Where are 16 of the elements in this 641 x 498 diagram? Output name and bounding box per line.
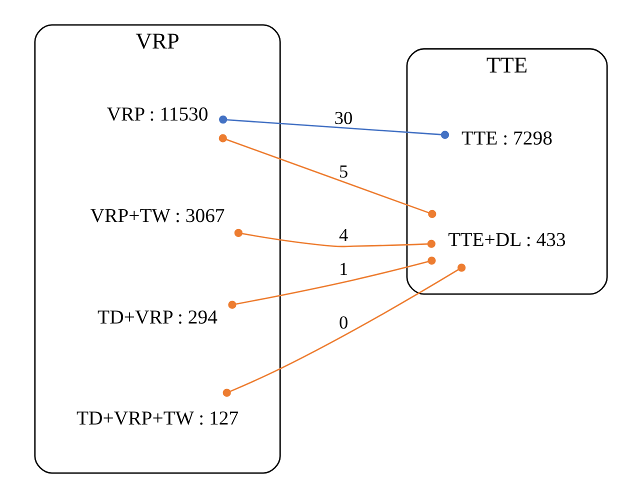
node-text: TTE+DL : 433 xyxy=(448,228,566,251)
connector xyxy=(234,228,435,248)
edge-label: 4 xyxy=(338,225,348,246)
node-text: TD+VRP+TW : 127 xyxy=(76,408,238,430)
edge-label: 1 xyxy=(338,258,348,279)
node-text: VRP : 11530 xyxy=(106,103,208,126)
edge-label: 30 xyxy=(334,108,352,128)
node-text: TTE : 7298 xyxy=(461,127,552,150)
connector xyxy=(218,134,436,218)
connector xyxy=(218,115,449,139)
edge-label: 5 xyxy=(338,162,348,182)
connector xyxy=(222,264,466,397)
edge-label: 0 xyxy=(338,312,348,332)
node-text: TD+VRP : 294 xyxy=(97,306,217,328)
connector xyxy=(228,256,436,309)
node-text: VRP+TW : 3067 xyxy=(90,204,224,227)
